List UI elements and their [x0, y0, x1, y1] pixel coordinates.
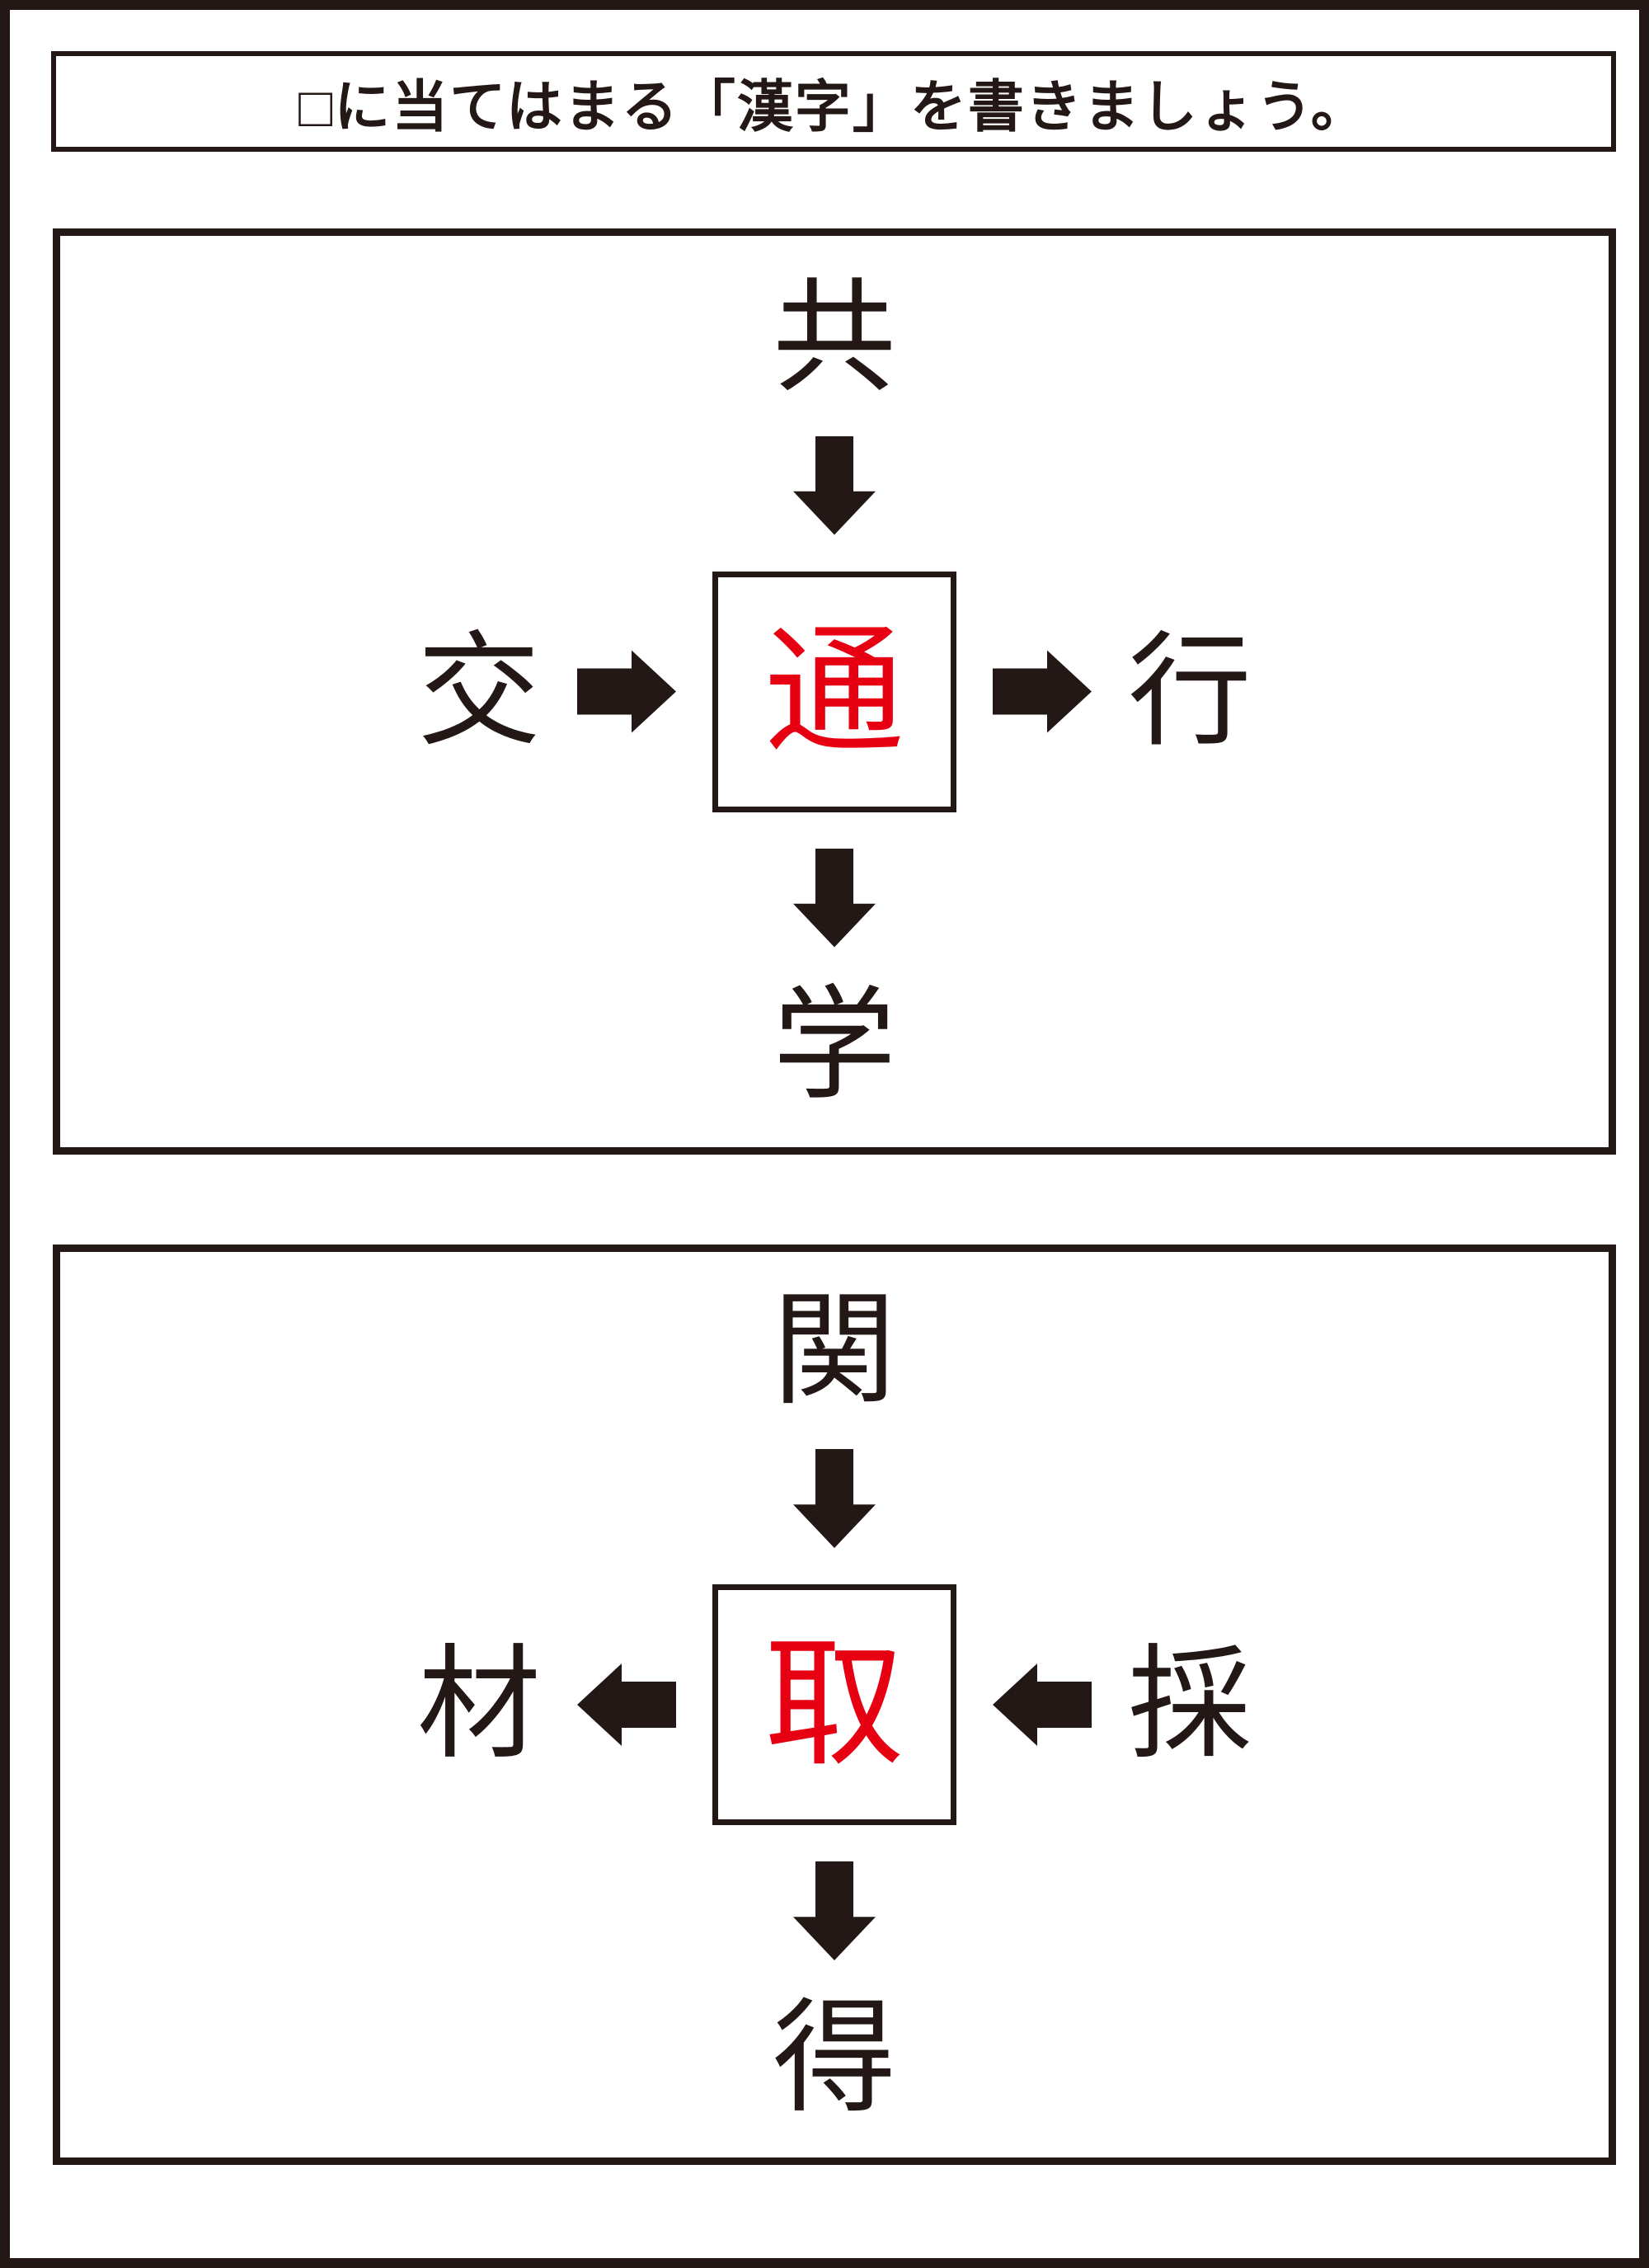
answer-box: 通	[712, 571, 956, 812]
arrow-down-icon	[793, 1861, 876, 1960]
kanji-top: 共	[772, 266, 896, 410]
arrow-down-icon	[793, 1449, 876, 1548]
answer-box: 取	[712, 1584, 956, 1825]
instruction-box: □に当てはまる「漢字」を書きましょう。	[51, 51, 1616, 152]
kanji-right: 採	[1128, 1633, 1252, 1776]
middle-row: 交 通 行	[416, 571, 1252, 812]
arrow-down-icon	[793, 435, 876, 535]
instruction-text: □に当てはまる「漢字」を書きましょう。	[298, 75, 1369, 139]
arrow-left-icon	[993, 1663, 1092, 1746]
answer-kanji: 通	[763, 609, 904, 774]
puzzle-panel-2: 関 材 取 採 得	[53, 1245, 1616, 2165]
kanji-bottom: 得	[772, 1987, 896, 2130]
kanji-left: 交	[416, 619, 541, 764]
kanji-top: 関	[772, 1279, 896, 1423]
arrow-left-icon	[577, 1663, 676, 1746]
arrow-right-icon	[993, 650, 1092, 733]
answer-kanji: 取	[763, 1623, 904, 1786]
arrow-right-icon	[577, 650, 676, 733]
kanji-left: 材	[416, 1633, 541, 1776]
arrow-down-icon	[793, 848, 876, 948]
kanji-bottom: 学	[772, 973, 896, 1118]
kanji-right: 行	[1128, 619, 1252, 764]
puzzle-panel-1: 共 交 通 行 学	[53, 228, 1616, 1155]
middle-row: 材 取 採	[417, 1584, 1252, 1825]
